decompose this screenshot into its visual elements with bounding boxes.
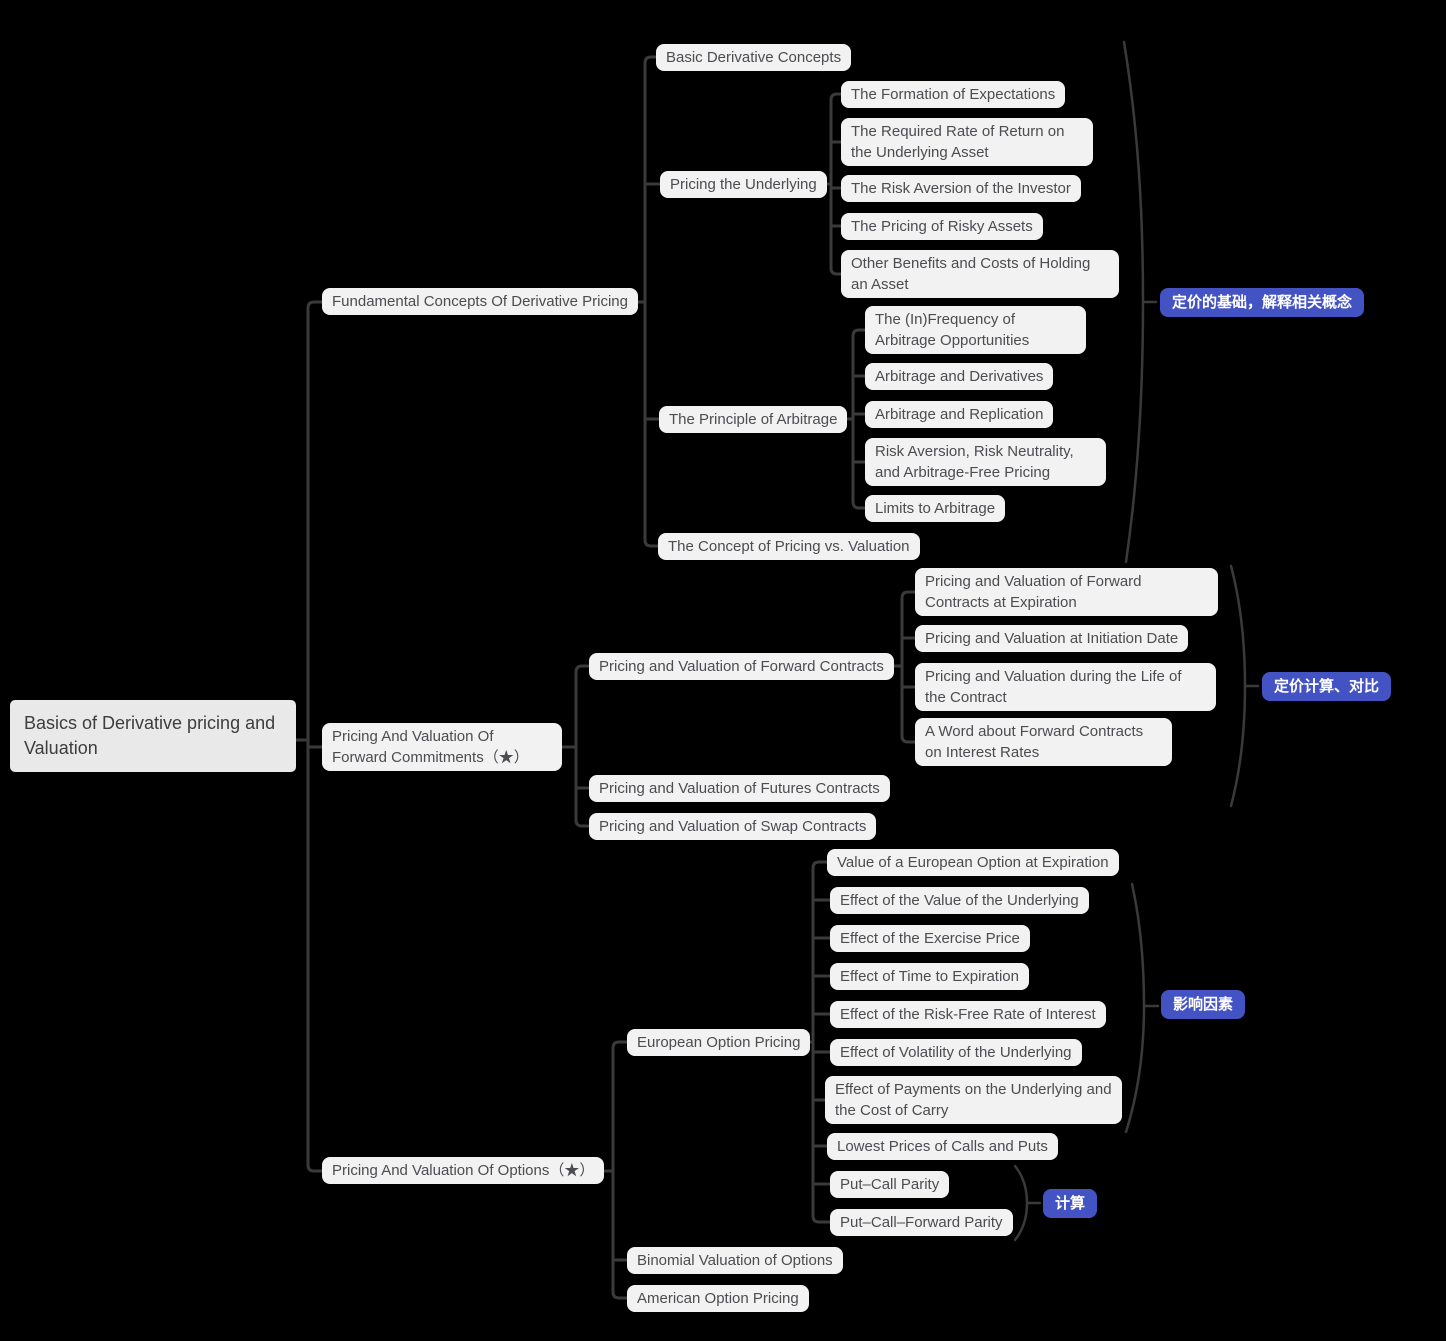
node-pricing-of-risky-assets[interactable]: The Pricing of Risky Assets [841,213,1043,240]
node-forward-contracts[interactable]: Pricing and Valuation of Forward Contrac… [589,653,894,680]
branch-forward-commitments[interactable]: Pricing And Valuation Of Forward Commitm… [322,723,562,771]
annotation-pricing-calculation[interactable]: 定价计算、对比 [1262,672,1392,701]
node-effect-time-to-expiration[interactable]: Effect of Time to Expiration [830,963,1029,990]
node-basic-derivative-concepts[interactable]: Basic Derivative Concepts [656,44,852,71]
node-forward-at-expiration[interactable]: Pricing and Valuation of Forward Contrac… [915,568,1218,616]
annotation-braces [1013,40,1260,1242]
node-formation-of-expectations[interactable]: The Formation of Expectations [841,81,1066,108]
node-effect-value-of-underlying[interactable]: Effect of the Value of the Underlying [830,887,1089,914]
node-futures-contracts[interactable]: Pricing and Valuation of Futures Contrac… [589,775,890,802]
annotation-pricing-basis[interactable]: 定价的基础，解释相关概念 [1160,288,1365,317]
node-required-rate-of-return[interactable]: The Required Rate of Return on the Under… [841,118,1093,166]
node-arbitrage-and-replication[interactable]: Arbitrage and Replication [865,401,1054,428]
node-binomial-valuation[interactable]: Binomial Valuation of Options [627,1247,843,1274]
branch-fundamental-concepts[interactable]: Fundamental Concepts Of Derivative Prici… [322,288,638,315]
node-infrequency-of-arbitrage[interactable]: The (In)Frequency of Arbitrage Opportuni… [865,306,1086,354]
node-risk-aversion-of-investor[interactable]: The Risk Aversion of the Investor [841,175,1081,202]
node-pricing-the-underlying[interactable]: Pricing the Underlying [660,171,827,198]
node-lowest-prices-calls-puts[interactable]: Lowest Prices of Calls and Puts [827,1133,1058,1160]
node-arbitrage-and-derivatives[interactable]: Arbitrage and Derivatives [865,363,1054,390]
node-swap-contracts[interactable]: Pricing and Valuation of Swap Contracts [589,813,877,840]
node-effect-risk-free-rate[interactable]: Effect of the Risk-Free Rate of Interest [830,1001,1106,1028]
node-principle-of-arbitrage[interactable]: The Principle of Arbitrage [659,406,848,433]
node-valuation-at-initiation[interactable]: Pricing and Valuation at Initiation Date [915,625,1189,652]
node-pricing-vs-valuation[interactable]: The Concept of Pricing vs. Valuation [658,533,920,560]
annotation-calculation[interactable]: 计算 [1043,1189,1098,1218]
node-value-at-expiration[interactable]: Value of a European Option at Expiration [827,849,1119,876]
node-forward-on-interest-rates[interactable]: A Word about Forward Contracts on Intere… [915,718,1172,766]
node-effect-exercise-price[interactable]: Effect of the Exercise Price [830,925,1030,952]
node-put-call-parity[interactable]: Put–Call Parity [830,1171,950,1198]
root-node[interactable]: Basics of Derivative pricing and Valuati… [10,700,296,772]
node-european-option-pricing[interactable]: European Option Pricing [627,1029,811,1056]
node-american-option-pricing[interactable]: American Option Pricing [627,1285,809,1312]
node-other-benefits-and-costs[interactable]: Other Benefits and Costs of Holding an A… [841,250,1119,298]
annotation-influencing-factors[interactable]: 影响因素 [1161,990,1246,1019]
node-valuation-during-life[interactable]: Pricing and Valuation during the Life of… [915,663,1216,711]
node-effect-payments-cost-of-carry[interactable]: Effect of Payments on the Underlying and… [825,1076,1122,1124]
node-effect-volatility[interactable]: Effect of Volatility of the Underlying [830,1039,1082,1066]
node-limits-to-arbitrage[interactable]: Limits to Arbitrage [865,495,1006,522]
branch-options[interactable]: Pricing And Valuation Of Options（★） [322,1157,605,1184]
node-risk-neutrality-arbitrage-free[interactable]: Risk Aversion, Risk Neutrality, and Arbi… [865,438,1106,486]
node-put-call-forward-parity[interactable]: Put–Call–Forward Parity [830,1209,1013,1236]
